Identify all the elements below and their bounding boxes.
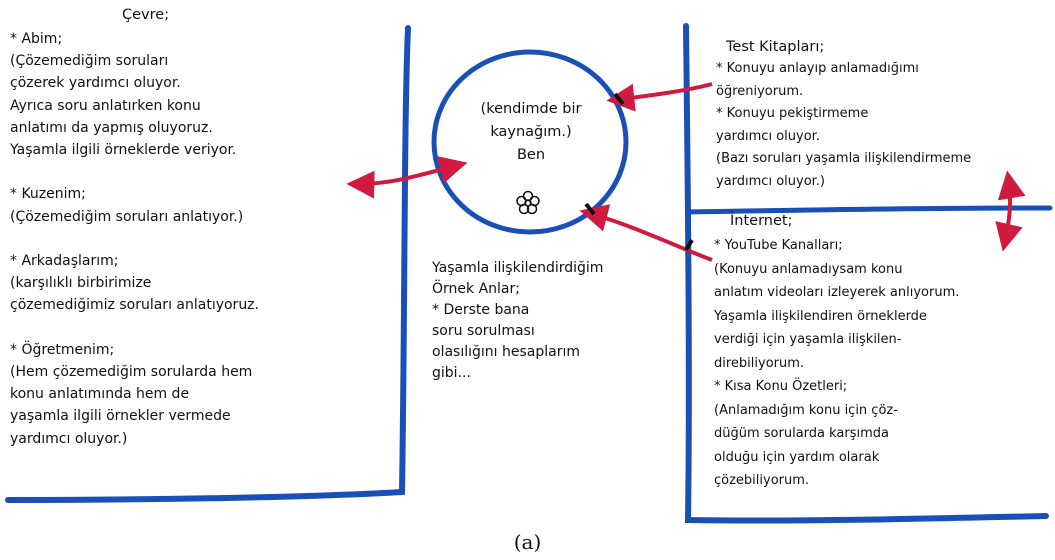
test-books-heading: Test Kitapları; — [726, 39, 825, 55]
right-panel-border — [683, 23, 1049, 524]
crossing-mark-right — [684, 238, 694, 252]
left-panel-border — [5, 25, 411, 503]
center-circle — [431, 49, 629, 235]
arrow-center-to-left — [346, 156, 468, 199]
crossing-mark-bottom — [584, 202, 596, 216]
center-examples-text: Yaşamla ilişkilendirdiğim Örnek Anlar; *… — [432, 260, 604, 381]
arrow-internet-to-center — [579, 204, 713, 262]
test-books-text: * Konuyu anlayıp anlamadığımı öğreniyoru… — [716, 61, 972, 189]
left-panel-text: * Abim; (Çözemediğim soruları çözerek ya… — [10, 31, 259, 447]
internet-heading: İnternet; — [730, 213, 793, 229]
left-panel-heading: Çevre; — [122, 7, 170, 23]
crossing-mark-top — [613, 92, 625, 106]
arrow-testbooks-to-center — [606, 82, 713, 112]
internet-text: * YouTube Kanalları; (Konuyu anlamadıysa… — [714, 238, 960, 488]
figure-caption: (a) — [513, 530, 542, 554]
arrow-testbooks-internet — [995, 170, 1026, 252]
flower-icon — [516, 190, 540, 215]
center-circle-text: (kendimde bir kaynağım.) Ben — [480, 101, 582, 163]
